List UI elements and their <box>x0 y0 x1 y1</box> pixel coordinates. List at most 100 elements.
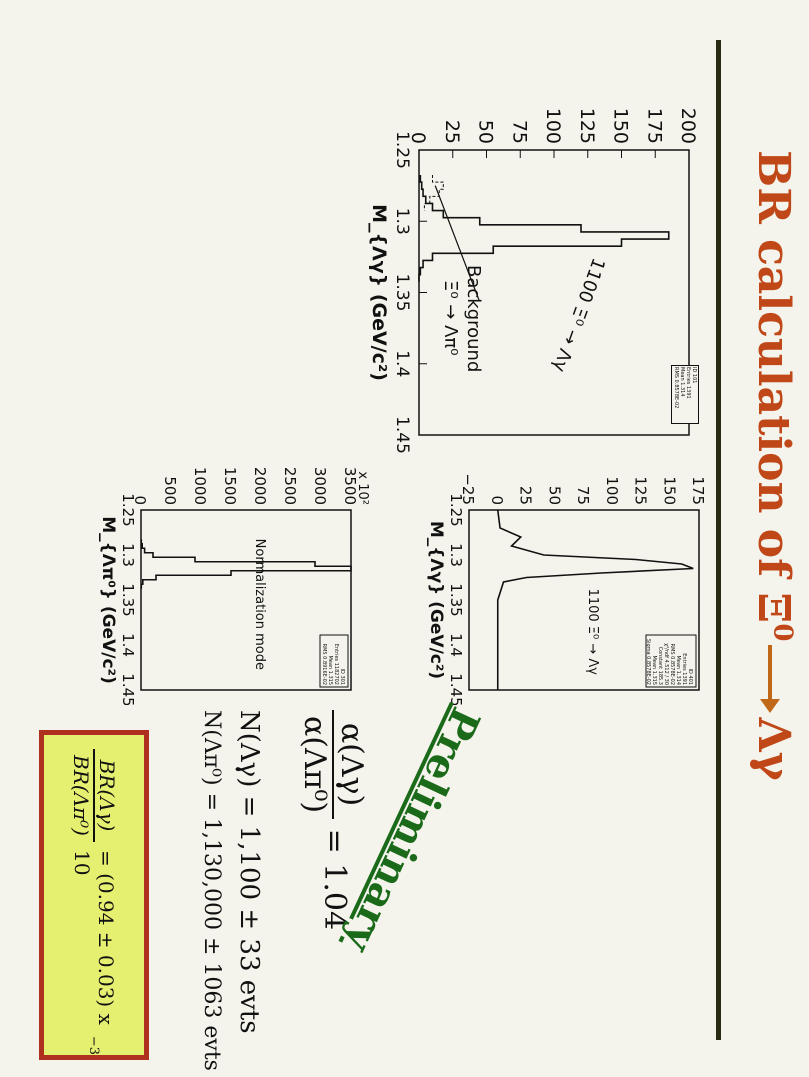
signal-histogram <box>418 174 670 282</box>
y-tick-label: 125 <box>576 108 598 144</box>
stats-box: ID 101 Entries 1391 Mean 1.314 RMS 0.857… <box>671 365 699 424</box>
stat-line: Entries 1182702 <box>333 644 339 685</box>
y-tick-label: 500 <box>161 476 179 505</box>
result-numerator: BR(Λγ) <box>93 749 119 842</box>
ratio-denominator: α(Λπ⁰) <box>297 716 332 814</box>
x-tick-label: 1.3 <box>392 208 412 235</box>
norm-histogram <box>140 539 352 589</box>
stat-line: ID 401 <box>687 669 693 685</box>
arrow-icon <box>768 645 773 704</box>
result-box: BR(Λγ)BR(Λπ⁰) = (0.94 ± 0.03) x 10 −3 <box>39 730 149 1060</box>
y-tick-label: 25 <box>441 120 463 144</box>
annotation-main: Normalization mode <box>252 539 267 670</box>
y-tick-label: 1000 <box>191 467 209 505</box>
stat-line: RMS 0.8578E-02 <box>673 367 679 409</box>
y-tick-label: 200 <box>677 108 699 144</box>
stat-line: Entries 1391 <box>685 367 691 399</box>
stat-line: RMS 0.8578E-02 <box>669 644 675 685</box>
x-tick-label: 1.35 <box>392 274 412 312</box>
title-prefix: BR calculation of <box>748 150 799 593</box>
result-value: = (0.94 ± 0.03) x 10 <box>70 849 118 1025</box>
y-tick-label: 100 <box>603 476 621 505</box>
y-tick-label: 1500 <box>221 467 239 505</box>
x-tick-label: 1.25 <box>447 493 465 526</box>
annotation-bg-2: Ξ⁰ → Λπ⁰ <box>440 280 461 356</box>
y-tick-label: 75 <box>574 486 592 505</box>
x-tick-label: 1.4 <box>447 633 465 657</box>
title-result: Λγ <box>748 717 799 781</box>
stats-frame <box>645 634 697 688</box>
y-tick-label: 175 <box>643 108 665 144</box>
y-tick-label: 150 <box>610 108 632 144</box>
stat-line: Mean 1.315 <box>327 655 333 685</box>
plot-signal-fit-svg: 175 150 125 100 75 50 25 0 −251.25 1.3 1.35 1.4 1.45… <box>426 473 707 705</box>
x-tick-label: 1.25 <box>392 131 412 169</box>
result-denominator: BR(Λπ⁰) <box>69 755 93 836</box>
title-xi: Ξ <box>748 592 799 624</box>
stat-line: Sigma 0.8578E-02 <box>645 639 651 685</box>
fit-curve <box>496 509 694 690</box>
title-xi-sup: 0 <box>767 623 798 642</box>
x-tick-label: 1.4 <box>119 633 137 657</box>
y-multiplier: x 10² <box>355 471 370 505</box>
stats-frame <box>319 634 349 688</box>
stat-line: Mean 1.315 <box>651 655 657 685</box>
y-tick-label: 2000 <box>251 467 269 505</box>
y-tick-label: 50 <box>545 486 563 505</box>
stat-line: χ²/ndf 4.512 / 30 <box>663 643 669 685</box>
annotation-pointer <box>434 185 480 301</box>
y-tick-label: 3500 <box>341 467 359 505</box>
x-tick-label: 1.45 <box>119 673 137 705</box>
result-fraction: BR(Λγ)BR(Λπ⁰) <box>69 749 119 842</box>
x-axis-label: M_{Λπ⁰} (GeV/c²) <box>98 516 118 684</box>
annotation-bg-1: Background <box>463 265 484 373</box>
x-tick-label: 1.45 <box>392 416 412 454</box>
y-tick-label: 2500 <box>281 467 299 505</box>
y-tick-label: 125 <box>632 476 650 505</box>
slide-title: BR calculation of Ξ0Λγ <box>748 150 799 781</box>
y-tick-label: 75 <box>508 120 530 144</box>
y-tick-label: 150 <box>660 476 678 505</box>
y-tick-label: 0 <box>407 132 429 144</box>
y-tick-label: 3000 <box>311 467 329 505</box>
stat-line: ID 101 <box>691 367 697 384</box>
title-rule <box>716 40 721 1040</box>
y-tick-label: 175 <box>689 476 707 505</box>
stat-line: Entries 1391 <box>681 653 687 685</box>
annotation-main: 1100 Ξ⁰ → Λγ <box>585 589 600 676</box>
ratio-fraction: α(Λγ) α(Λπ⁰) <box>297 710 369 820</box>
x-axis-label: M_{Λγ} (GeV/c²) <box>368 204 390 381</box>
y-tick-label: 100 <box>542 108 564 144</box>
plot-frame <box>468 509 700 691</box>
background-histogram <box>423 174 444 211</box>
plot-signal-mc-svg: 200 175 150 125 100 75 50 25 01.25 1.3 1.35 1.4 1.45… <box>368 108 699 454</box>
x-tick-label: 1.35 <box>447 583 465 616</box>
y-tick-label: 0 <box>131 495 149 505</box>
result-exponent: −3 <box>86 1035 102 1055</box>
x-tick-label: 1.3 <box>119 543 137 567</box>
x-tick-label: 1.4 <box>392 350 412 377</box>
x-tick-label: 1.45 <box>447 673 465 705</box>
x-tick-label: 1.25 <box>119 493 137 526</box>
y-tick-label: 50 <box>475 120 497 144</box>
x-tick-label: 1.35 <box>119 583 137 616</box>
stat-line: ID 301 <box>339 669 345 685</box>
ratio-numerator: α(Λγ) <box>332 710 369 820</box>
y-tick-label: 0 <box>488 495 506 505</box>
y-tick-label: −25 <box>459 473 477 505</box>
plot-frame <box>140 509 352 691</box>
stat-line: RMS 0.8916E-02 <box>321 644 327 685</box>
y-tick-label: 25 <box>517 486 535 505</box>
x-axis-label: M_{Λγ} (GeV/c²) <box>426 521 446 679</box>
stat-line: Mean 1.314 <box>679 367 685 397</box>
x-tick-label: 1.3 <box>447 543 465 567</box>
count-lambda-pi0: N(Λπ⁰) = 1,130,000 ± 1063 evts <box>199 710 224 1071</box>
stat-line: Constant 185.3 <box>657 647 663 685</box>
